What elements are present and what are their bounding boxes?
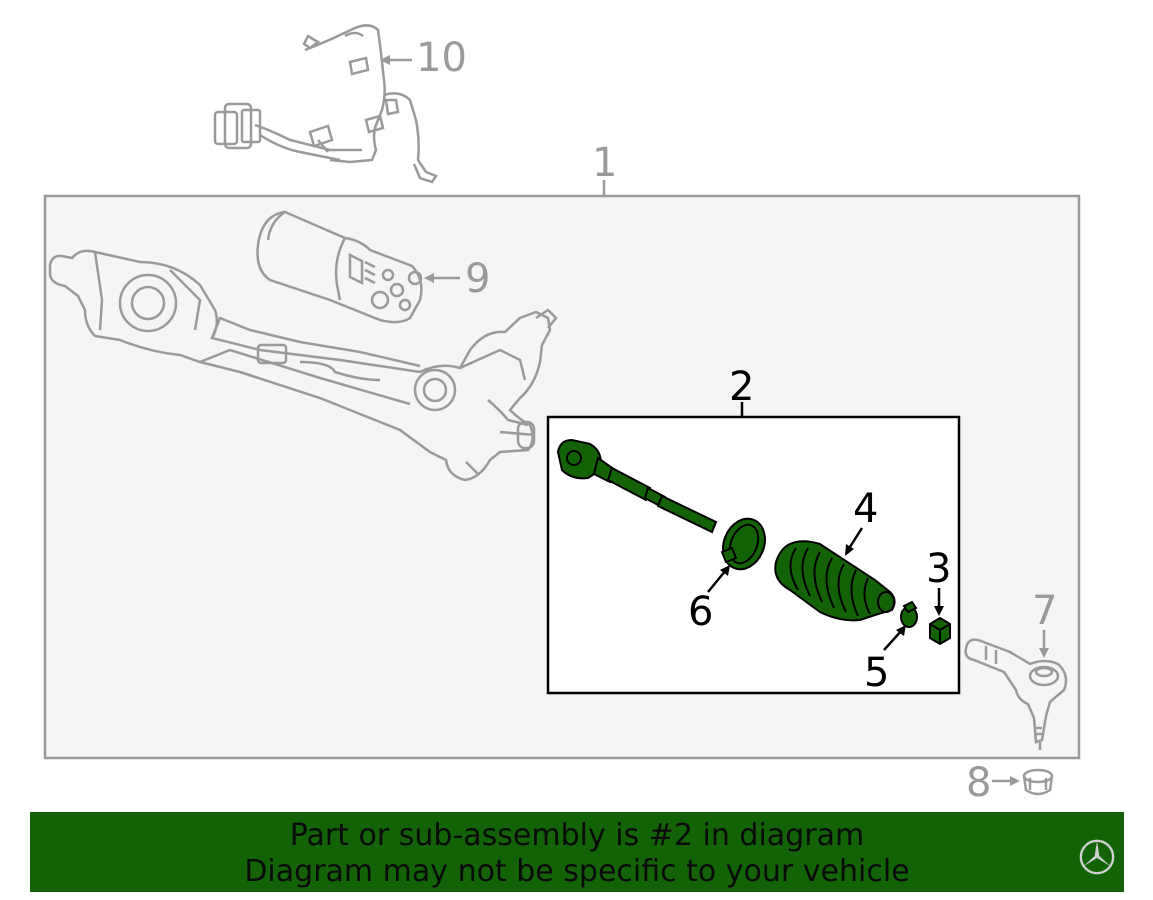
small-clamp-part	[900, 600, 918, 628]
three-point-star-logo-icon	[1079, 839, 1115, 875]
castle-nut-part	[1022, 768, 1054, 796]
jam-nut-part	[929, 616, 951, 646]
callout-6-arrow	[707, 569, 727, 593]
wiring-harness-part	[213, 24, 438, 184]
callout-4: 4	[853, 486, 878, 532]
callout-5: 5	[864, 650, 889, 696]
assist-motor-part	[256, 210, 423, 324]
callout-2: 2	[729, 364, 754, 410]
callout-10: 10	[416, 35, 467, 81]
callout-5-arrow	[883, 629, 903, 651]
outer-tie-rod-end-part	[964, 638, 1068, 750]
banner-line-assembly: Part or sub-assembly is #2 in diagram	[289, 818, 865, 853]
steering-gear-part	[48, 249, 558, 482]
callout-7: 7	[1032, 588, 1057, 634]
callout-3: 3	[926, 546, 951, 592]
callout-4-arrow	[846, 527, 864, 551]
boot-clamp-part	[720, 517, 766, 571]
banner-line-disclaimer: Diagram may not be specific to your vehi…	[244, 854, 910, 889]
inner-tie-rod-part	[556, 438, 718, 534]
rack-boot-part	[774, 540, 896, 622]
callout-1: 1	[592, 140, 617, 186]
callout-9: 9	[465, 256, 490, 302]
info-banner: Part or sub-assembly is #2 in diagram Di…	[30, 812, 1124, 892]
callout-8: 8	[966, 760, 991, 806]
callout-6: 6	[688, 589, 713, 635]
